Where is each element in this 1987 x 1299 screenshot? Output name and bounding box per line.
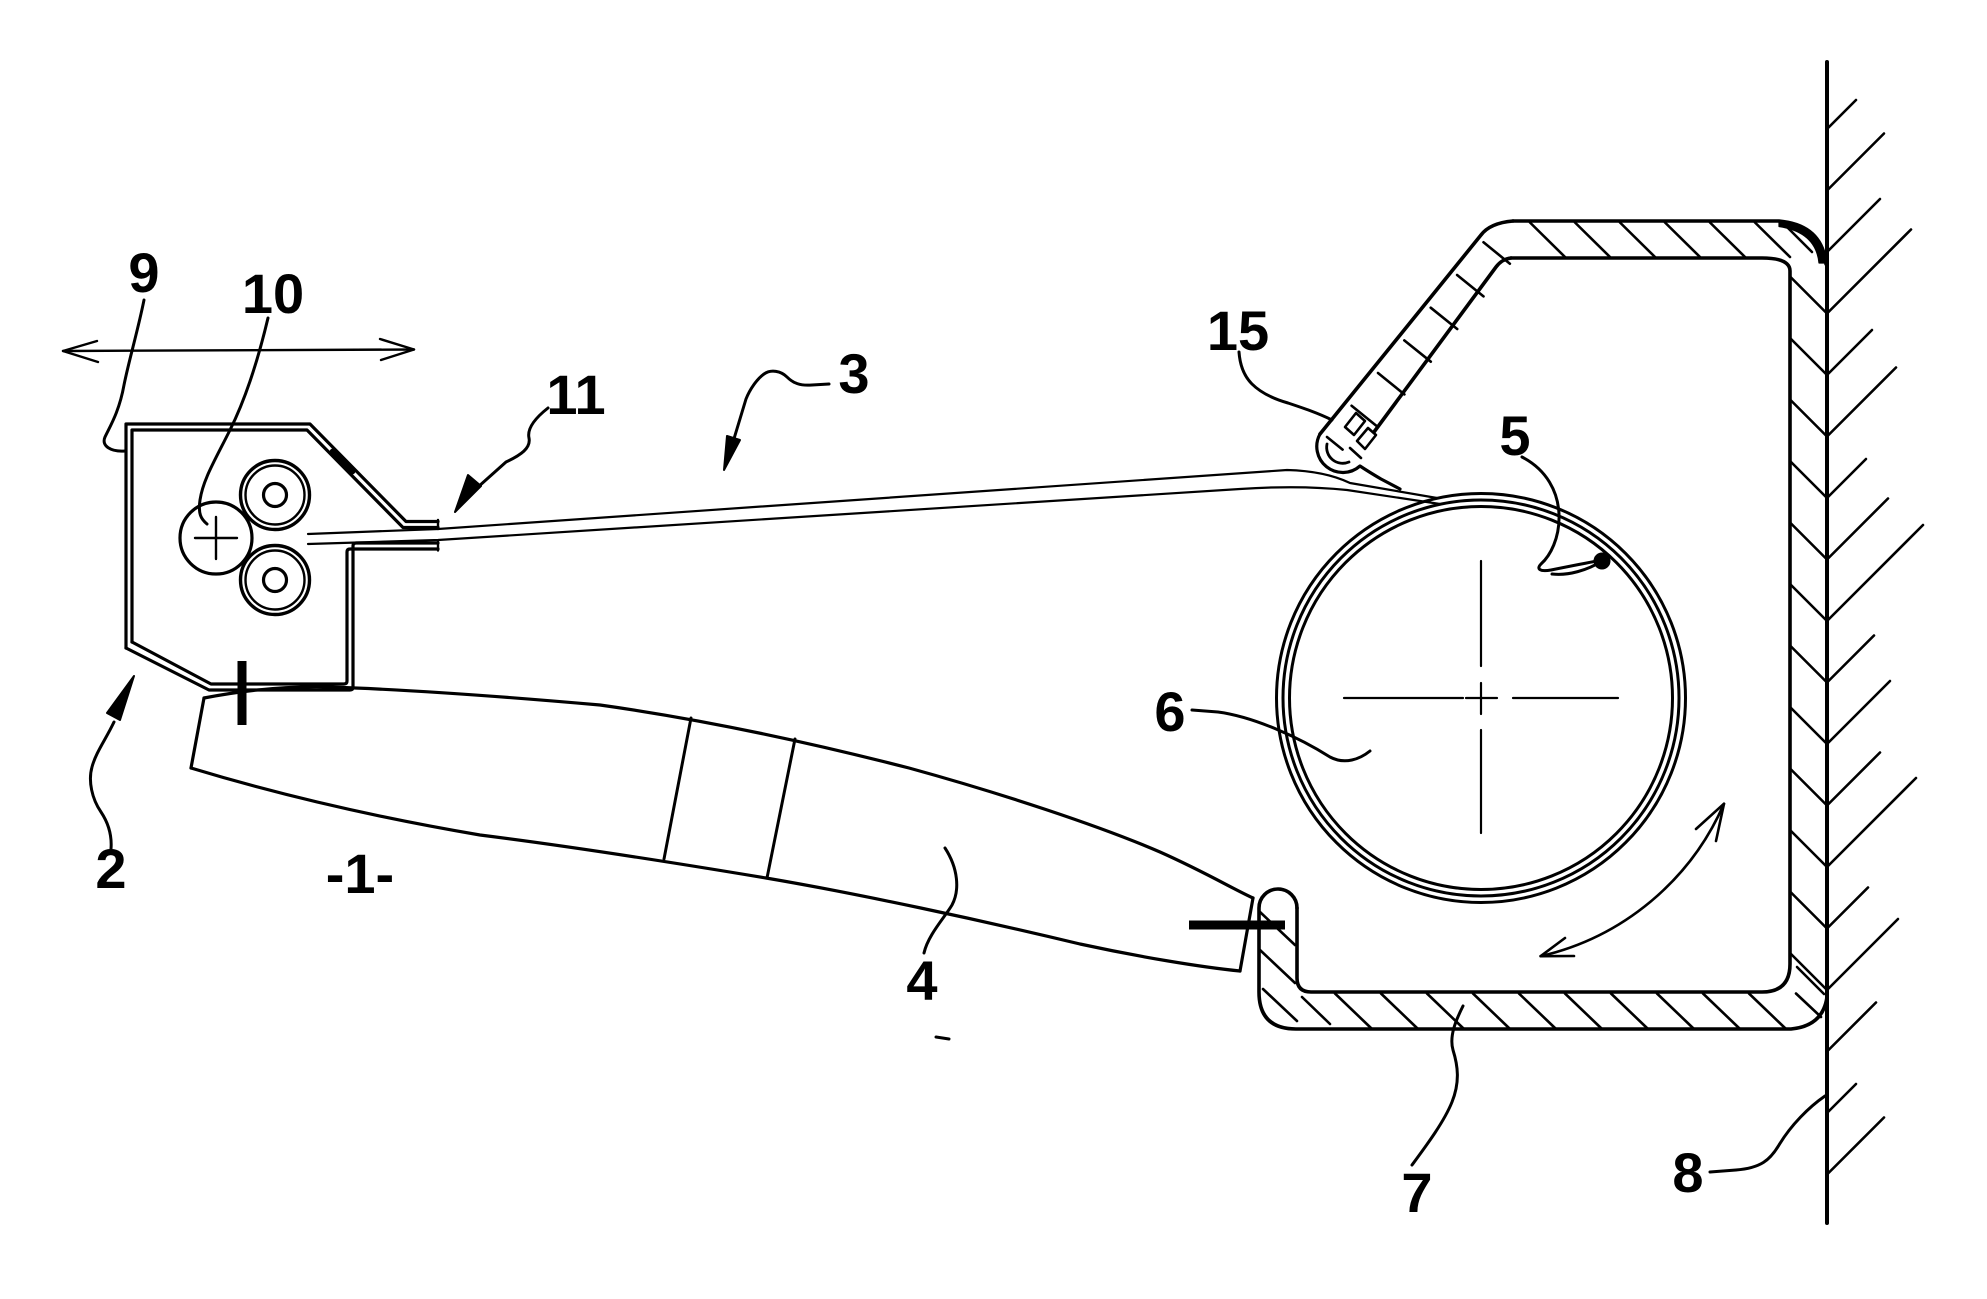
svg-text:11: 11 (546, 363, 605, 426)
svg-text:4: 4 (906, 949, 937, 1012)
svg-text:8: 8 (1672, 1141, 1703, 1204)
svg-text:7: 7 (1401, 1161, 1432, 1224)
svg-text:9: 9 (128, 241, 159, 304)
svg-text:3: 3 (838, 342, 869, 405)
svg-text:10: 10 (242, 262, 304, 325)
svg-text:5: 5 (1499, 404, 1530, 467)
svg-text:6: 6 (1154, 680, 1185, 743)
svg-text:-1-: -1- (326, 842, 394, 905)
